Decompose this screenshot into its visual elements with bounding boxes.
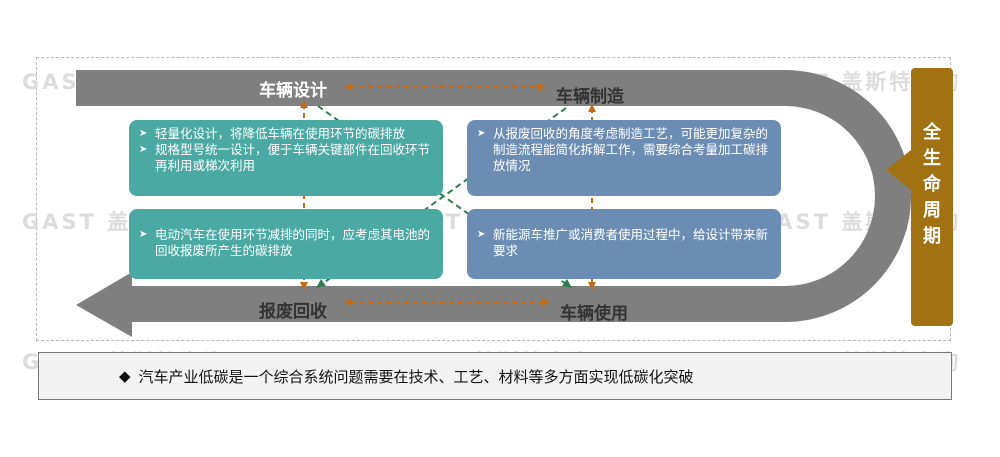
loop-arrow-body [76, 70, 911, 337]
stage-use: 车辆使用 [560, 304, 628, 324]
lifecycle-char: 期 [923, 226, 941, 247]
box-use-notes: 新能源车推广或消费者使用过程中，给设计带来新要求 [467, 209, 781, 279]
lifecycle-char: 生 [923, 148, 941, 169]
list-item: 电动汽车在使用环节减排的同时，应考虑其电池的回收报废所产生的碳排放 [139, 227, 433, 259]
stage-manufacturing: 车辆制造 [556, 87, 624, 107]
stage-recycling: 报废回收 [259, 302, 327, 322]
lifecycle-label: 全生命周期 [911, 120, 953, 250]
list-item: 新能源车推广或消费者使用过程中，给设计带来新要求 [477, 227, 771, 259]
box-manufacturing-notes: 从报废回收的角度考虑制造工艺，可能更加复杂的制造流程能简化拆解工作，需要综合考量… [467, 120, 781, 196]
lifecycle-bar [911, 68, 953, 326]
lifecycle-char: 周 [923, 200, 941, 221]
box-recycling-notes: 电动汽车在使用环节减排的同时，应考虑其电池的回收报废所产生的碳排放 [129, 209, 443, 279]
lifecycle-char: 命 [923, 174, 941, 195]
lifecycle-pointer [886, 150, 911, 190]
summary-banner: ◆ 汽车产业低碳是一个综合系统问题需要在技术、工艺、材料等多方面实现低碳化突破 [38, 352, 952, 400]
list-item: 轻量化设计，将降低车辆在使用环节的碳排放 [139, 126, 433, 142]
stage-design: 车辆设计 [259, 81, 327, 101]
diamond-bullet-icon: ◆ [119, 367, 131, 385]
box-design-notes: 轻量化设计，将降低车辆在使用环节的碳排放 规格型号统一设计，便于车辆关键部件在回… [129, 120, 443, 196]
list-item: 从报废回收的角度考虑制造工艺，可能更加复杂的制造流程能简化拆解工作，需要综合考量… [477, 126, 771, 174]
list-item: 规格型号统一设计，便于车辆关键部件在回收环节再利用或梯次利用 [139, 142, 433, 174]
summary-text: 汽车产业低碳是一个综合系统问题需要在技术、工艺、材料等多方面实现低碳化突破 [138, 367, 694, 386]
lifecycle-char: 全 [923, 122, 941, 143]
